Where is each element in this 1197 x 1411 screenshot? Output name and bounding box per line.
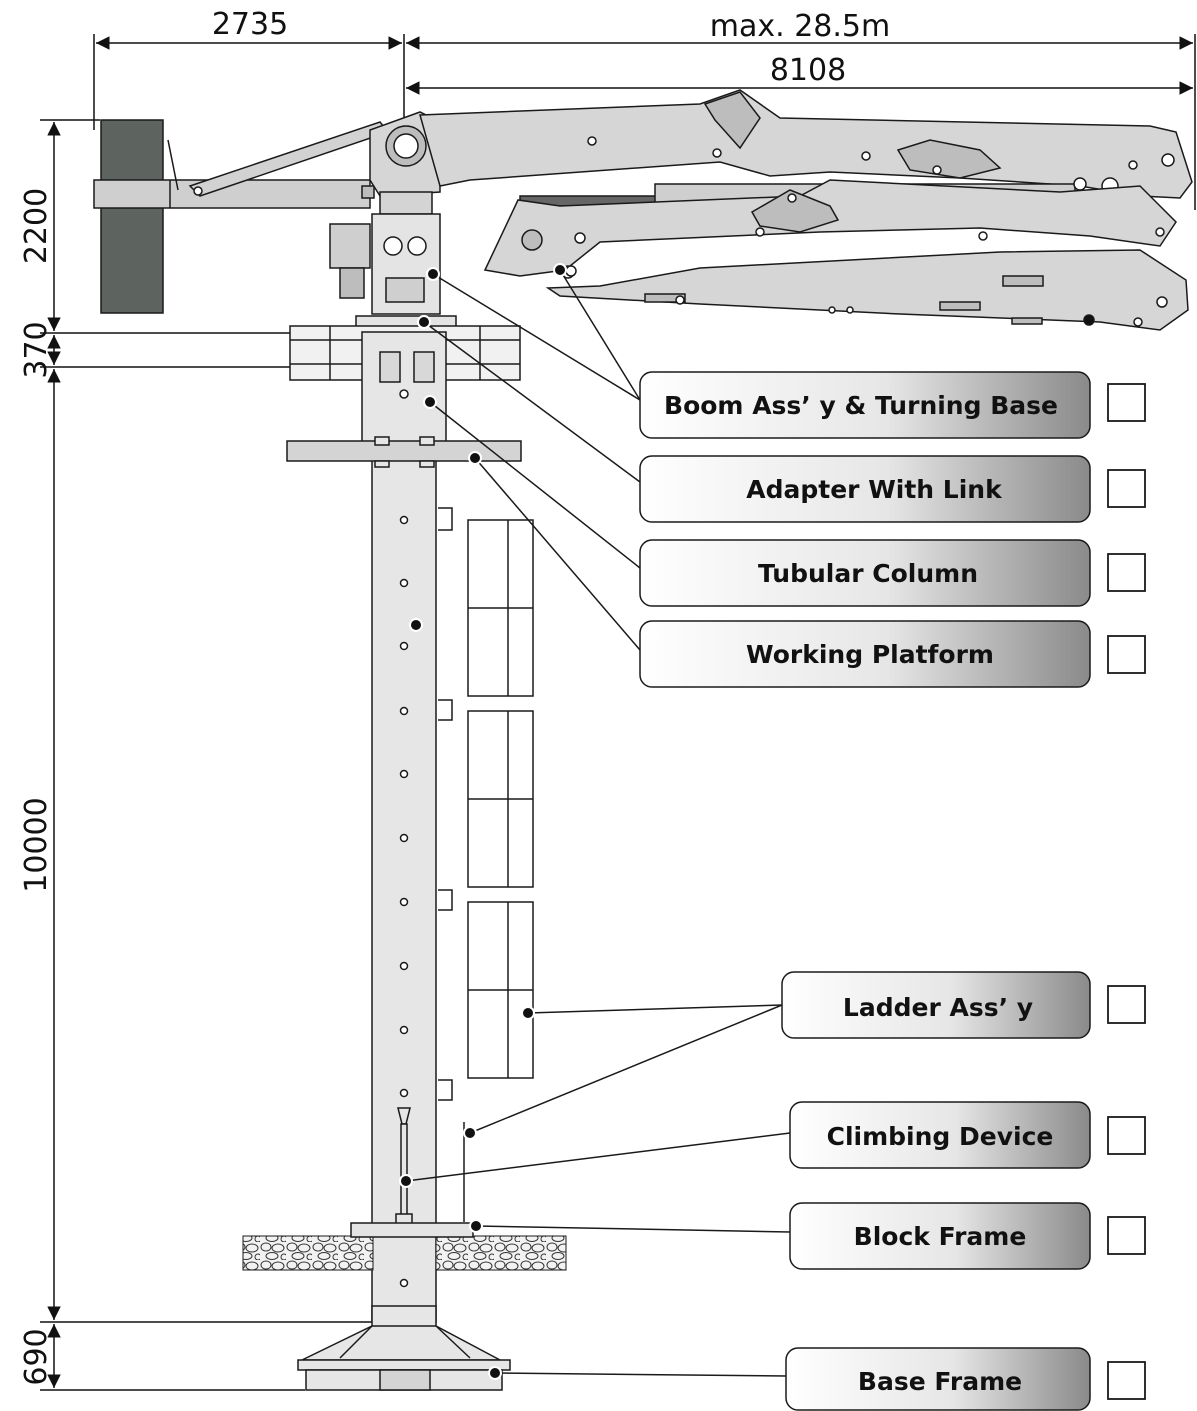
- part-label-ladder[interactable]: Ladder Ass’ y: [781, 971, 1091, 1039]
- checkbox-block[interactable]: [1107, 1216, 1146, 1255]
- part-label-platform[interactable]: Working Platform: [639, 620, 1091, 688]
- climbing-device: [395, 1107, 413, 1225]
- part-label-adapter[interactable]: Adapter With Link: [639, 455, 1091, 523]
- part-label-boom[interactable]: Boom Ass’ y & Turning Base: [639, 371, 1091, 439]
- part-label-text: Block Frame: [854, 1222, 1027, 1251]
- boom-assembly: [369, 89, 1193, 331]
- part-label-text: Base Frame: [858, 1367, 1022, 1396]
- counterweight-arm: [93, 119, 390, 314]
- part-label-text: Climbing Device: [827, 1122, 1054, 1151]
- part-label-text: Tubular Column: [758, 559, 978, 588]
- ground-rubble-right: [435, 1235, 567, 1271]
- block-frame: [350, 1222, 474, 1238]
- dim-top-left: 2735: [212, 7, 288, 42]
- checkbox-platform[interactable]: [1107, 635, 1146, 674]
- checkbox-boom[interactable]: [1107, 383, 1146, 422]
- part-label-text: Boom Ass’ y & Turning Base: [664, 391, 1058, 420]
- dim-top-right: max. 28.5m: [710, 9, 890, 44]
- checkbox-adapter[interactable]: [1107, 469, 1146, 508]
- part-label-block[interactable]: Block Frame: [789, 1202, 1091, 1270]
- ground-rubble-left: [242, 1235, 374, 1271]
- dim-top-second: 8108: [770, 53, 846, 88]
- part-label-climbing[interactable]: Climbing Device: [789, 1101, 1091, 1169]
- column-holes: [399, 515, 409, 1288]
- ladder-assembly: [438, 507, 534, 1222]
- dim-left-column: 10000: [19, 797, 54, 892]
- checkbox-ladder[interactable]: [1107, 985, 1146, 1024]
- part-label-column[interactable]: Tubular Column: [639, 539, 1091, 607]
- working-platform: [286, 436, 522, 468]
- dimension-lines: [40, 34, 1196, 1391]
- dim-left-boom: 2200: [19, 188, 54, 264]
- checkbox-base[interactable]: [1107, 1361, 1146, 1400]
- part-label-text: Working Platform: [746, 640, 994, 669]
- dim-left-base: 690: [19, 1328, 54, 1385]
- part-label-base[interactable]: Base Frame: [785, 1347, 1091, 1411]
- part-label-text: Ladder Ass’ y: [843, 993, 1033, 1022]
- checkboxes: [1107, 383, 1146, 1400]
- dim-left-adapter: 370: [19, 321, 54, 378]
- base-frame: [297, 1305, 511, 1391]
- checkbox-climbing[interactable]: [1107, 1116, 1146, 1155]
- checkbox-column[interactable]: [1107, 553, 1146, 592]
- turning-base: [329, 191, 457, 333]
- leader-dots: [399, 263, 567, 1380]
- part-label-text: Adapter With Link: [746, 475, 1003, 504]
- leader-lines: [405, 269, 791, 1377]
